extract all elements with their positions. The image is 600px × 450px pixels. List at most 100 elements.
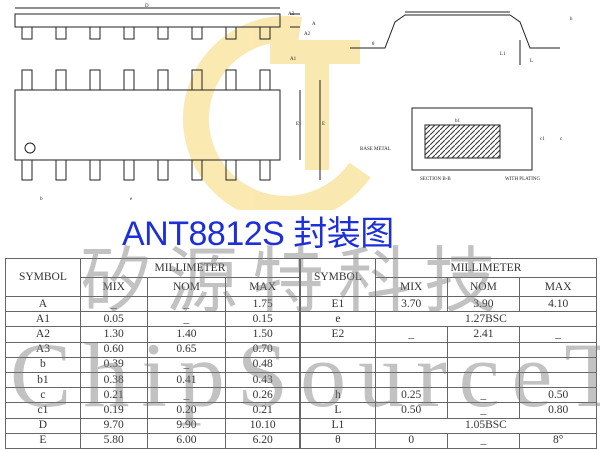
value-cell	[446, 371, 521, 389]
label-c1: c1	[540, 137, 545, 142]
value-cell: 8°	[519, 432, 597, 449]
value-cell	[519, 341, 597, 358]
symbol-cell: c1	[5, 402, 81, 419]
symbol-cell: θ	[300, 432, 376, 449]
label-e: e	[130, 197, 133, 202]
label-A3: A3	[288, 12, 295, 17]
value-cell: 1.05BSC	[374, 417, 598, 434]
value-cell: 0.20	[146, 402, 227, 419]
label-E1: E1	[296, 122, 302, 127]
min-header: MIX	[374, 277, 448, 297]
label-L: L	[530, 59, 533, 64]
symbol-header: SYMBOL	[5, 258, 81, 297]
symbol-cell: E2	[300, 326, 376, 343]
label-A1: A1	[290, 57, 297, 62]
value-cell: 1.27BSC	[374, 311, 598, 328]
pin	[21, 69, 33, 91]
table-row: A__1.75	[5, 295, 300, 313]
symbol-cell: A3	[5, 341, 81, 358]
symbol-header: SYMBOL	[300, 258, 376, 297]
label-L1: L1	[500, 52, 506, 57]
symbol-cell: A	[5, 295, 81, 313]
max-header: MAX	[519, 277, 597, 297]
symbol-cell: A2	[5, 326, 81, 343]
value-cell: 0.26	[225, 387, 300, 404]
value-cell: 0.43	[225, 371, 300, 389]
value-cell: 0.50	[519, 387, 597, 404]
value-cell: 1.40	[146, 326, 227, 343]
symbol-cell: E1	[300, 295, 376, 313]
pin	[55, 159, 67, 181]
value-cell: 0.48	[225, 356, 300, 373]
min-header: MIX	[79, 277, 148, 297]
pin	[191, 159, 203, 181]
label-with-plating: WITH PLATING	[505, 177, 541, 182]
value-cell: _	[446, 432, 521, 449]
value-cell: _	[446, 402, 521, 419]
value-cell: 1.30	[79, 326, 148, 343]
value-cell: _	[146, 356, 227, 373]
label-A: A	[312, 22, 316, 27]
value-cell: _	[79, 295, 148, 313]
pin	[259, 69, 271, 91]
label-section: SECTION B-B	[420, 177, 451, 182]
pin	[157, 159, 169, 181]
pin	[157, 26, 169, 40]
pin	[191, 69, 203, 91]
value-cell: 3.70	[374, 295, 448, 313]
pin	[225, 26, 237, 40]
value-cell: 1.50	[225, 326, 300, 343]
symbol-cell: e	[300, 311, 376, 328]
pin	[259, 26, 271, 40]
pin	[89, 26, 101, 40]
unit-header: MILLIMETER	[79, 258, 301, 278]
value-cell: _	[146, 387, 227, 404]
symbol-cell: L1	[300, 417, 376, 434]
value-cell: 0	[374, 432, 448, 449]
value-cell: _	[146, 311, 227, 328]
empty-cell	[300, 356, 376, 373]
pin	[55, 69, 67, 91]
label-c: c	[560, 137, 563, 142]
label-E: E	[322, 122, 325, 127]
label-A2: A2	[304, 32, 311, 37]
value-cell: 0.41	[146, 371, 227, 389]
value-cell	[446, 341, 521, 358]
symbol-cell: D	[5, 417, 81, 434]
symbol-cell	[300, 341, 376, 358]
unit-header: MILLIMETER	[374, 258, 598, 278]
value-cell: 9.70	[79, 417, 148, 434]
value-cell: 0.70	[225, 341, 300, 358]
label-b: b	[40, 197, 43, 202]
pin	[89, 159, 101, 181]
value-cell: 0.80	[519, 402, 597, 419]
value-cell: 3.90	[446, 295, 521, 313]
symbol-cell: A1	[5, 311, 81, 328]
pin	[21, 159, 33, 181]
pin	[123, 26, 135, 40]
value-cell	[519, 371, 597, 389]
table-row	[300, 341, 597, 358]
empty-cell	[446, 356, 521, 373]
value-cell: 2.41	[446, 326, 521, 343]
value-cell: 0.15	[225, 311, 300, 328]
section-view	[411, 107, 533, 171]
pin	[123, 159, 135, 181]
page-title: ANT8812S 封装图	[122, 215, 394, 253]
label-b1: b1	[455, 119, 461, 124]
value-cell: _	[446, 387, 521, 404]
empty-cell	[374, 356, 448, 373]
